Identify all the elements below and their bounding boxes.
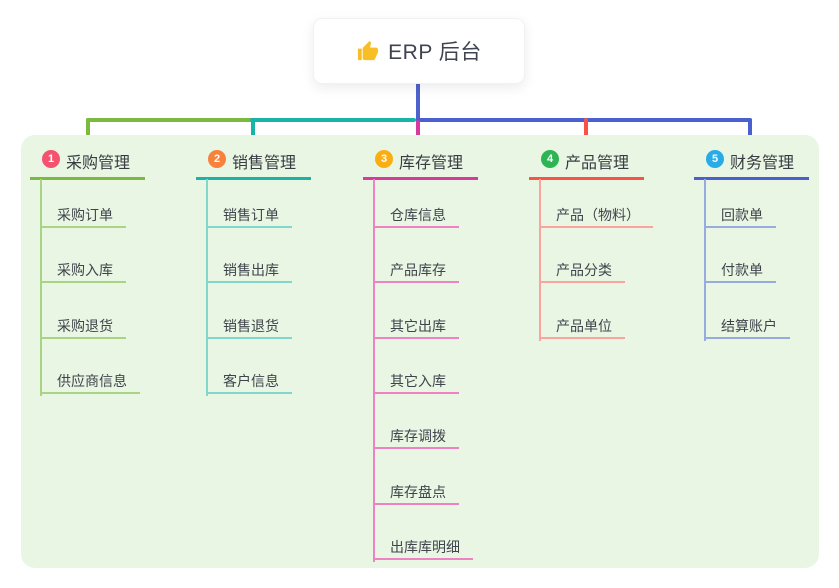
item-label: 客户信息 <box>223 373 279 389</box>
item-label: 产品库存 <box>390 262 446 278</box>
connector-root-drop <box>416 82 420 122</box>
connector-drop-inventory <box>416 120 420 146</box>
item-label: 其它入库 <box>390 373 446 389</box>
node-item[interactable]: 采购退货 <box>40 315 126 339</box>
node-item[interactable]: 销售出库 <box>206 259 292 283</box>
item-label: 采购退货 <box>57 318 113 334</box>
item-label: 销售退货 <box>223 318 279 334</box>
item-label: 销售出库 <box>223 262 279 278</box>
item-label: 其它出库 <box>390 318 446 334</box>
item-label: 出库库明细 <box>390 539 460 555</box>
item-label: 采购订单 <box>57 207 113 223</box>
item-label: 产品单位 <box>556 318 612 334</box>
branch-label: 销售管理 <box>232 155 297 172</box>
branch-badge: 3 <box>375 150 393 168</box>
branch-underline <box>363 177 478 180</box>
node-item[interactable]: 销售退货 <box>206 315 292 339</box>
thumbs-up-icon <box>358 40 379 60</box>
item-label: 采购入库 <box>57 262 113 278</box>
item-label: 库存调拨 <box>390 428 446 444</box>
branch-underline <box>694 177 809 180</box>
connector-drop-product <box>584 118 588 146</box>
node-item[interactable]: 其它出库 <box>373 315 459 339</box>
item-label: 销售订单 <box>223 207 279 223</box>
branch-underline <box>30 177 145 180</box>
branch-child-line <box>704 179 706 341</box>
node-item[interactable]: 销售订单 <box>206 204 292 228</box>
branch-label: 产品管理 <box>565 155 630 172</box>
connector-drop-sales <box>251 118 255 146</box>
branch-label: 采购管理 <box>66 155 131 172</box>
branch-node-finance[interactable]: 5 财务管理 <box>694 145 834 181</box>
branch-inventory-management: 3 库存管理 仓库信息 产品库存 其它出库 其它入库 库存调拨 库存盘点 出库库… <box>363 145 503 585</box>
branch-node-inventory[interactable]: 3 库存管理 <box>363 145 503 181</box>
branch-child-line <box>373 179 375 562</box>
branch-node-purchase[interactable]: 1 采购管理 <box>30 145 170 181</box>
branch-label: 库存管理 <box>399 155 464 172</box>
branches-panel <box>21 135 819 568</box>
branch-finance-management: 5 财务管理 回款单 付款单 结算账户 <box>694 145 834 585</box>
node-item[interactable]: 采购订单 <box>40 204 126 228</box>
node-item[interactable]: 产品分类 <box>539 259 625 283</box>
node-item[interactable]: 产品库存 <box>373 259 459 283</box>
node-item[interactable]: 客户信息 <box>206 370 292 394</box>
branch-badge: 4 <box>541 150 559 168</box>
node-item[interactable]: 出库库明细 <box>373 536 473 560</box>
branch-child-line <box>206 179 208 396</box>
branch-badge: 1 <box>42 150 60 168</box>
branch-node-sales[interactable]: 2 销售管理 <box>196 145 336 181</box>
branch-node-product[interactable]: 4 产品管理 <box>529 145 669 181</box>
item-label: 付款单 <box>721 262 763 278</box>
node-item[interactable]: 供应商信息 <box>40 370 140 394</box>
item-label: 仓库信息 <box>390 207 446 223</box>
branch-sales-management: 2 销售管理 销售订单 销售出库 销售退货 客户信息 <box>196 145 336 585</box>
root-node[interactable]: ERP 后台 <box>313 18 525 84</box>
node-item[interactable]: 回款单 <box>704 204 776 228</box>
node-item[interactable]: 付款单 <box>704 259 776 283</box>
branch-badge: 5 <box>706 150 724 168</box>
branch-label: 财务管理 <box>730 155 795 172</box>
node-item[interactable]: 结算账户 <box>704 315 790 339</box>
connector-horizontal-green <box>86 118 254 122</box>
node-item[interactable]: 产品单位 <box>539 315 625 339</box>
branch-purchase-management: 1 采购管理 采购订单 采购入库 采购退货 供应商信息 <box>30 145 170 585</box>
node-item[interactable]: 产品（物料） <box>539 204 653 228</box>
item-label: 结算账户 <box>721 318 777 334</box>
branch-child-line <box>40 179 42 396</box>
node-item[interactable]: 其它入库 <box>373 370 459 394</box>
branch-badge: 2 <box>208 150 226 168</box>
root-title: ERP 后台 <box>388 41 482 64</box>
item-label: 供应商信息 <box>57 373 127 389</box>
item-label: 产品分类 <box>556 262 612 278</box>
node-item[interactable]: 库存盘点 <box>373 481 459 505</box>
branch-child-line <box>539 179 541 341</box>
connector-drop-finance <box>748 118 752 146</box>
connector-drop-purchase <box>86 118 90 146</box>
node-item[interactable]: 库存调拨 <box>373 425 459 449</box>
item-label: 回款单 <box>721 207 763 223</box>
node-item[interactable]: 仓库信息 <box>373 204 459 228</box>
branch-underline <box>196 177 311 180</box>
node-item[interactable]: 采购入库 <box>40 259 126 283</box>
branch-underline <box>529 177 644 180</box>
item-label: 产品（物料） <box>556 207 640 223</box>
connector-horizontal-teal <box>250 118 416 122</box>
item-label: 库存盘点 <box>390 484 446 500</box>
branch-product-management: 4 产品管理 产品（物料） 产品分类 产品单位 <box>529 145 669 585</box>
